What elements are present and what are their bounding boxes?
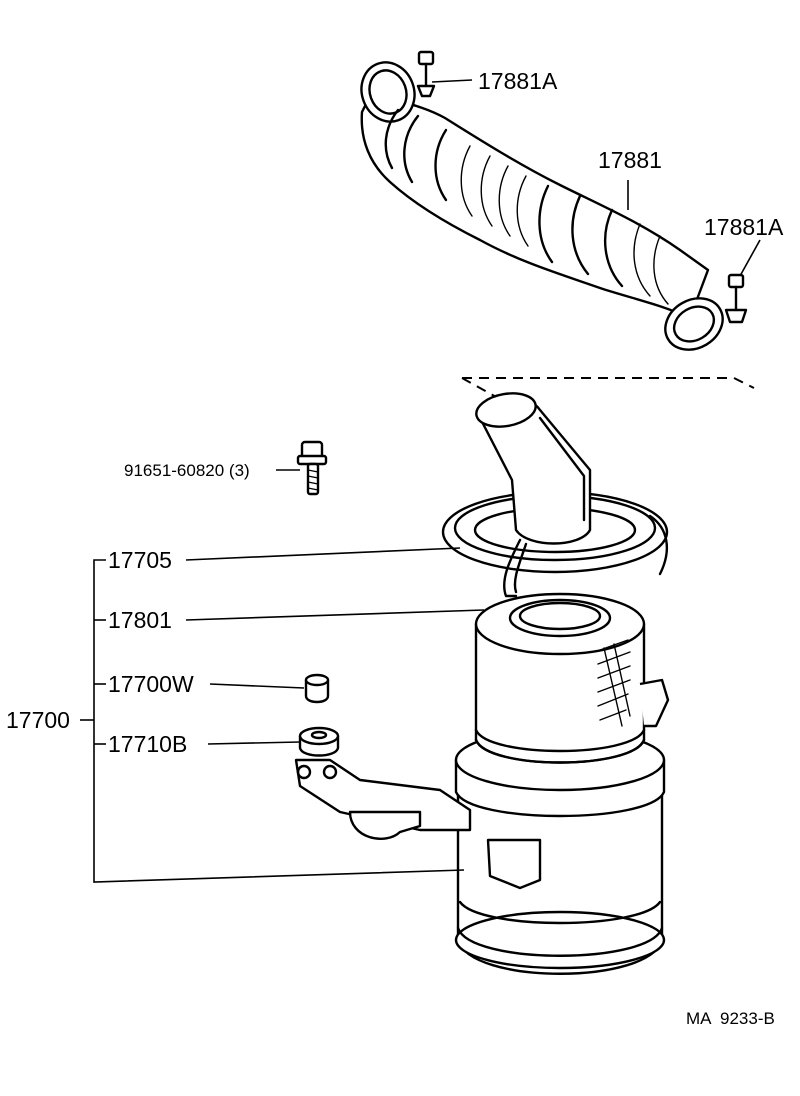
air-cleaner-assembly [294,392,670,975]
hose-clamp-lower [724,273,748,324]
label-bolt: 91651-60820 (3) [124,461,250,480]
grommet-part [298,726,340,757]
label-element: 17801 [108,607,172,633]
label-cap: 17705 [108,547,172,573]
leader-lines [80,79,761,883]
hose-connection-line [461,377,755,399]
label-grommet: 17710B [108,731,187,757]
label-assembly: 17700 [6,707,70,733]
hose-clamp-upper [416,50,436,98]
figure-code: MA 9233-B [686,1009,775,1028]
air-hose [360,61,724,351]
label-washer: 17700W [108,671,194,697]
washer-part [304,673,330,704]
label-hose: 17881 [598,147,662,173]
label-clamp-lower: 17881A [704,214,784,240]
label-clamp-upper: 17881A [478,68,558,94]
bolt-part [296,440,328,496]
